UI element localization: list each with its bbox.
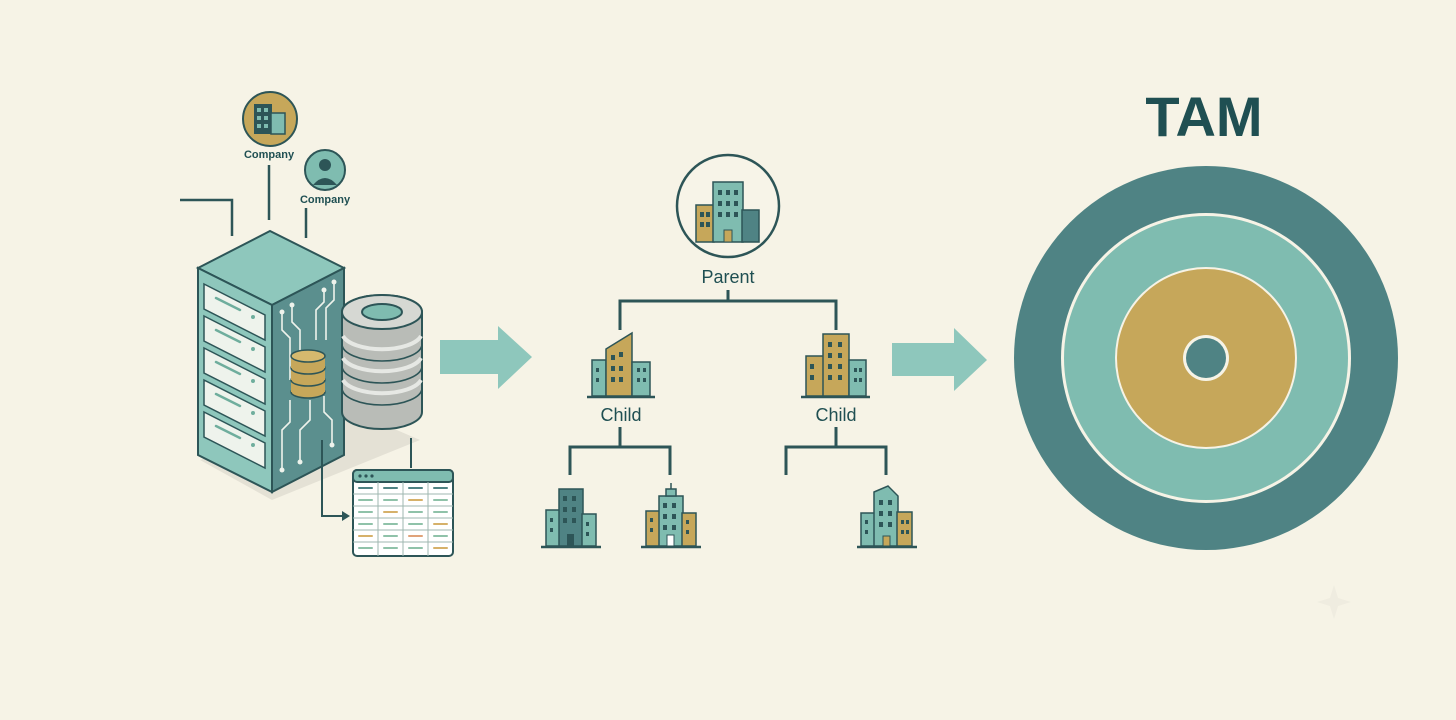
tam-section: TAM	[1014, 85, 1398, 550]
sparkle-watermark	[1317, 585, 1351, 619]
company-hierarchy-section: Parent Child	[541, 153, 917, 549]
tam-target-rings	[1014, 166, 1398, 550]
server-drive-bays	[203, 282, 266, 470]
company-building-icon	[242, 91, 298, 147]
grandchild-building-icon-3	[857, 485, 917, 549]
spreadsheet-connectors	[321, 438, 412, 517]
hierarchy-lines	[568, 290, 888, 475]
tam-title: TAM	[1145, 85, 1262, 148]
flow-arrow-2	[892, 328, 987, 391]
source-connector-lines	[180, 165, 308, 238]
child-building-icon-2	[801, 333, 870, 399]
server-rack-icon	[195, 229, 347, 494]
child-label-2: Child	[815, 405, 856, 425]
child-building-icon-1	[587, 331, 655, 399]
spreadsheet-icon	[352, 469, 454, 557]
flow-arrow-1	[440, 326, 532, 389]
parent-building-icon	[675, 153, 781, 259]
person-avatar-icon	[304, 149, 346, 191]
company-label-1: Company	[244, 149, 295, 161]
tam-bullseye	[1186, 338, 1226, 378]
database-icon	[341, 294, 423, 430]
grandchild-building-icon-2	[641, 483, 701, 549]
parent-label: Parent	[701, 267, 754, 287]
data-sources-section: Company Company	[180, 91, 454, 557]
child-label-1: Child	[600, 405, 641, 425]
gold-data-stack-icon	[290, 349, 326, 399]
grandchild-building-icon-1	[541, 488, 601, 549]
spreadsheet-arrowhead	[342, 511, 350, 521]
company-label-2: Company	[300, 194, 351, 206]
